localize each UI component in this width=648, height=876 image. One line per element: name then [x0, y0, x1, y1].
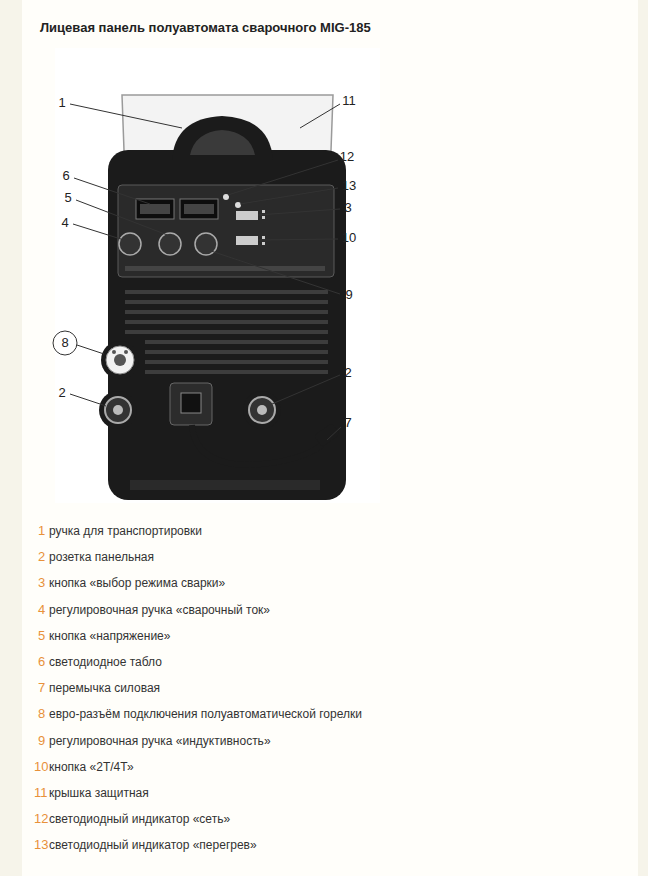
- item-number: 1: [38, 523, 45, 539]
- item-number: 7: [38, 680, 45, 696]
- item-description: светодиодное табло: [49, 654, 162, 670]
- item-number: 9: [38, 733, 45, 749]
- item-number: 6: [38, 654, 45, 670]
- item-number: 13: [34, 837, 48, 853]
- callout-number: 3: [343, 200, 352, 216]
- item-number: 4: [38, 602, 45, 618]
- item-number: 2: [38, 549, 45, 565]
- callout-number: 9: [344, 287, 353, 303]
- callout-number: 2: [57, 385, 66, 401]
- item-description: евро-разъём подключения полуавтоматическ…: [49, 706, 362, 722]
- item-description: кнопка «2Т/4Т»: [49, 759, 134, 775]
- callout-number: 2: [343, 365, 352, 381]
- item-description: перемычка силовая: [49, 680, 160, 696]
- item-number: 8: [38, 706, 45, 722]
- callout-number: 7: [343, 415, 352, 431]
- callout-number: 10: [341, 230, 357, 246]
- page-title: Лицевая панель полуавтомата сварочного M…: [40, 20, 371, 36]
- item-description: регулировочная ручка «сварочный ток»: [49, 602, 270, 618]
- item-number: 11: [34, 785, 48, 801]
- item-description: ручка для транспортировки: [49, 523, 202, 539]
- callout-number: 8: [60, 335, 69, 351]
- callout-number: 13: [341, 178, 357, 194]
- item-description: светодиодный индикатор «сеть»: [49, 811, 230, 827]
- callout-number: 5: [63, 190, 72, 206]
- item-number: 3: [38, 575, 45, 591]
- item-description: розетка панельная: [49, 549, 154, 565]
- callout-number: 11: [341, 93, 357, 109]
- item-description: кнопка «напряжение»: [49, 628, 170, 644]
- item-number: 5: [38, 628, 45, 644]
- item-description: светодиодный индикатор «перегрев»: [49, 837, 257, 853]
- item-number: 10: [34, 759, 48, 775]
- item-number: 12: [34, 811, 48, 827]
- item-description: крышка защитная: [49, 785, 149, 801]
- callout-number: 1: [57, 95, 66, 111]
- callout-number: 4: [60, 215, 69, 231]
- callout-number: 12: [339, 149, 355, 165]
- callout-number: 6: [61, 168, 70, 184]
- item-description: кнопка «выбор режима сварки»: [49, 575, 225, 591]
- item-description: регулировочная ручка «индуктивность»: [49, 733, 271, 749]
